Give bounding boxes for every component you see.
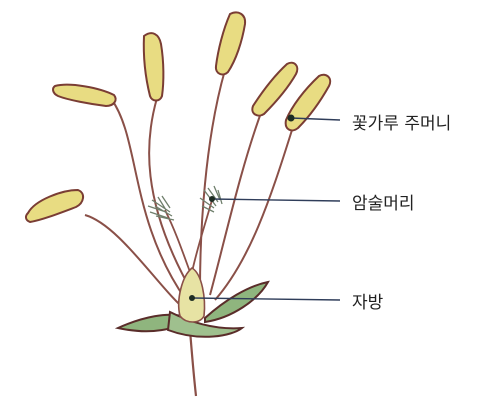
stigma-leader-line — [212, 199, 340, 201]
anther — [216, 12, 245, 74]
sepal — [168, 312, 242, 337]
anther — [144, 33, 164, 100]
anther — [252, 63, 297, 116]
ovary-label: 자방 — [352, 288, 383, 313]
filament — [210, 110, 262, 295]
anther — [286, 75, 330, 131]
ovary-leader-line — [192, 298, 340, 300]
filament — [149, 98, 192, 292]
stigma-pointer-dot — [209, 196, 215, 202]
filament — [215, 130, 292, 300]
stigma-label: 암술머리 — [352, 189, 415, 214]
anther-pointer-dot — [288, 115, 295, 122]
sepal — [205, 282, 268, 322]
filament — [85, 215, 188, 312]
anther — [26, 190, 83, 222]
filament — [200, 70, 225, 290]
stem — [190, 330, 196, 396]
anther — [53, 85, 116, 106]
anther-label: 꽃가루 주머니 — [352, 109, 451, 134]
ovary-pointer-dot — [189, 295, 195, 301]
